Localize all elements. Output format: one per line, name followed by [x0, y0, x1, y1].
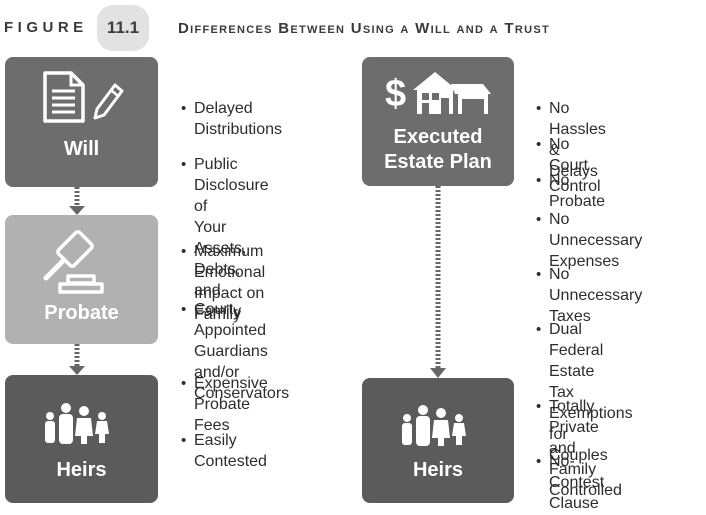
- list-item: Expensive Probate Fees: [181, 373, 268, 436]
- list-item: No Unnecessary Taxes: [536, 264, 642, 327]
- connector-estate-heirs: [430, 186, 446, 378]
- heirs-label-trust: Heirs: [412, 459, 464, 481]
- family-icon: [402, 405, 466, 446]
- list-item: Delayed Distributions: [181, 98, 282, 140]
- heirs-label-will: Heirs: [56, 459, 107, 481]
- family-icon: [45, 403, 109, 444]
- figure-title: Differences Between Using a Will and a T…: [178, 20, 550, 37]
- list-item: No-Contest Clause: [536, 451, 604, 514]
- list-item: Easily Contested: [181, 430, 267, 472]
- list-item: Maximum Emotional Impact on Family: [181, 241, 265, 325]
- estate-plan-box: $ Executed Estate Plan: [362, 57, 514, 186]
- list-item: No Unnecessary Expenses: [536, 209, 642, 272]
- heirs-box-trust: Heirs: [362, 378, 514, 503]
- list-item: No Probate: [536, 170, 605, 212]
- figure-number: 11.1: [106, 18, 140, 37]
- figure-number-badge: 11.1: [97, 5, 149, 51]
- connector-will-probate: [69, 187, 85, 215]
- will-box: Will: [5, 57, 158, 187]
- heirs-box-will: Heirs: [5, 375, 158, 503]
- connector-probate-heirs: [69, 344, 85, 375]
- probate-label: Probate: [44, 302, 119, 324]
- probate-box: Probate: [5, 215, 158, 344]
- figure-label: Figure: [4, 19, 88, 36]
- svg-text:$: $: [385, 73, 406, 115]
- document-pencil-icon: [43, 71, 124, 123]
- will-label: Will: [63, 138, 100, 160]
- gavel-icon: [43, 230, 104, 294]
- dollar-house-icon: $: [385, 72, 491, 115]
- estate-plan-label: Executed Estate Plan: [384, 126, 492, 173]
